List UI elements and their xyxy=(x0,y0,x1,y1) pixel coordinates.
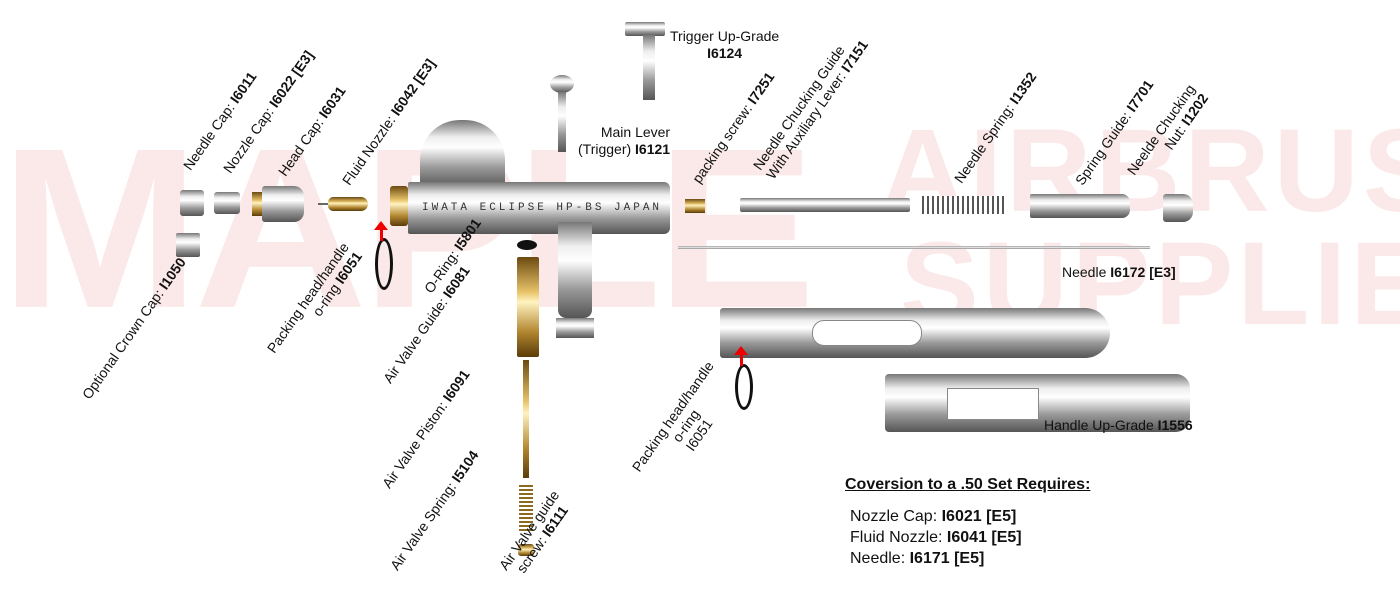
air-valve-piston-part xyxy=(523,360,529,478)
air-valve-spring-part xyxy=(519,485,533,533)
conversion-title: Coversion to a .50 Set Requires: xyxy=(845,476,1091,493)
label-main-lever: Main Lever(Trigger) I6121 xyxy=(578,124,670,158)
fluid-nozzle-tip xyxy=(318,203,330,205)
label-text: Nozzle Cap: xyxy=(850,508,942,525)
part-code: I6091 xyxy=(439,366,473,405)
part-code: I1556 xyxy=(1157,417,1193,433)
conversion-item: Fluid Nozzle: I6041 [E5] xyxy=(850,529,1022,547)
needle-part xyxy=(678,246,1150,249)
label-handle-upgrade: Handle Up-Grade I1556 xyxy=(1044,417,1193,434)
head-cap-part xyxy=(262,186,304,222)
airbrush-body: IWATA ECLIPSE HP-BS JAPAN xyxy=(408,182,670,234)
part-code: I6171 [E5] xyxy=(909,550,985,567)
label-text: Needle: xyxy=(850,550,910,567)
label-text: Trigger Up-Grade xyxy=(670,28,780,44)
watermark-maple: MAPLE xyxy=(0,100,816,356)
label-text: Main Lever xyxy=(600,124,671,140)
packing-screw-part xyxy=(685,199,705,213)
color-cup xyxy=(420,120,505,188)
oring-head-part xyxy=(375,238,393,290)
air-valve-guide-part xyxy=(517,257,539,357)
body-thread xyxy=(390,186,408,226)
air-valve-thread xyxy=(556,318,594,338)
part-code: I6041 [E5] xyxy=(946,529,1022,546)
crown-cap-part xyxy=(176,233,200,257)
air-valve-screw-part xyxy=(518,544,534,556)
label-text: Handle Up-Grade xyxy=(1044,417,1158,433)
air-valve-housing xyxy=(558,222,592,318)
label-text: (Trigger) xyxy=(578,141,636,157)
needle-chucking-nut-part xyxy=(1163,194,1193,222)
label-text: Fluid Nozzle: xyxy=(850,529,947,546)
label-text: Air Valve Spring: xyxy=(386,476,462,573)
nozzle-cap-part xyxy=(214,192,240,214)
conversion-item: Nozzle Cap: I6021 [E5] xyxy=(850,508,1016,526)
arrow-shaft xyxy=(380,229,383,241)
needle-spring-part xyxy=(922,196,1004,214)
handle-part xyxy=(720,308,1110,358)
head-cap-thread xyxy=(252,192,262,216)
body-engraving: IWATA ECLIPSE HP-BS JAPAN xyxy=(422,202,663,214)
spring-guide-part xyxy=(1030,194,1130,218)
part-code: I1352 xyxy=(1006,69,1040,107)
oring-small-part xyxy=(517,240,537,250)
part-code: I6172 [E3] xyxy=(1110,264,1176,280)
trigger-upgrade-stem xyxy=(643,35,655,100)
part-code: I6124 xyxy=(707,45,743,61)
fluid-nozzle-part xyxy=(328,197,368,211)
needle-chucking-guide-part xyxy=(740,198,910,212)
part-code: I6121 xyxy=(635,141,671,157)
handle-upgrade-part xyxy=(885,374,1190,432)
needle-cap-part xyxy=(180,190,204,216)
label-text: Air Valve Piston: xyxy=(378,395,453,491)
main-lever-part xyxy=(550,75,574,93)
arrow-up-icon xyxy=(734,346,748,355)
label-needle: Needle I6172 [E3] xyxy=(1062,264,1176,281)
arrow-shaft xyxy=(740,354,743,366)
part-code: I6021 [E5] xyxy=(941,508,1017,525)
main-lever-stem xyxy=(558,92,566,152)
conversion-item: Needle: I6171 [E5] xyxy=(850,550,984,568)
arrow-up-icon xyxy=(374,221,388,230)
oring-handle-part xyxy=(735,364,753,410)
label-text: Needle xyxy=(1062,264,1111,280)
trigger-upgrade-part xyxy=(625,22,665,36)
part-code: I5104 xyxy=(448,447,482,486)
